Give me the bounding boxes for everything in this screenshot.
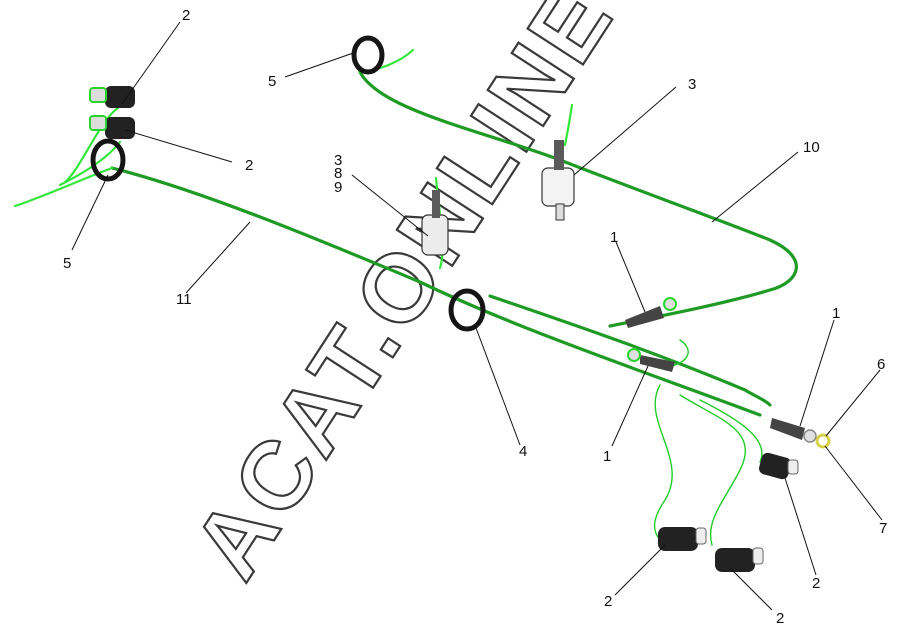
callout-5-left: 5 xyxy=(63,255,71,272)
leader-2-bl xyxy=(614,544,666,596)
leader-2-mid xyxy=(124,129,233,163)
callout-1-right: 1 xyxy=(832,305,840,322)
sensor-3-center xyxy=(421,190,449,256)
leader-1-upper xyxy=(615,241,646,313)
leader-6 xyxy=(825,369,881,437)
connectors xyxy=(89,86,831,572)
grommet-5-left xyxy=(90,138,126,182)
harness-11-branch-left xyxy=(13,166,114,208)
leader-3-center xyxy=(351,174,429,237)
callout-2-br: 2 xyxy=(812,575,820,592)
callout-2-bl: 2 xyxy=(604,593,612,610)
watermark: ACAT.ONLINE xyxy=(172,0,635,598)
callout-7: 7 xyxy=(879,520,887,537)
callout-2-bc: 2 xyxy=(776,610,784,627)
leader-7 xyxy=(824,445,883,521)
harness-10-top-branch xyxy=(358,48,415,74)
leader-5-left xyxy=(71,174,109,251)
callout-8: 8 xyxy=(334,165,342,182)
callout-6: 6 xyxy=(877,356,885,373)
connector-1-lower xyxy=(627,348,675,372)
leader-lines xyxy=(71,21,883,611)
branch-lower-right xyxy=(699,399,763,463)
leader-5-top xyxy=(284,51,357,78)
leader-1-right xyxy=(799,319,835,427)
branch-lower-left xyxy=(653,384,673,541)
sensor-3-right xyxy=(541,140,575,221)
callout-3-center: 3 xyxy=(334,152,342,169)
callout-2-top: 2 xyxy=(182,7,190,24)
grommet-4 xyxy=(448,288,486,332)
ring-6-7 xyxy=(815,433,831,449)
connector-2-bottom-left xyxy=(658,527,707,551)
leader-2-bc xyxy=(729,567,773,611)
callout-3-right: 3 xyxy=(688,76,696,93)
grommet-5-top xyxy=(351,35,385,75)
harness-11 xyxy=(110,166,762,417)
callout-5-top: 5 xyxy=(268,73,276,90)
leader-3-right xyxy=(573,86,677,176)
leader-10 xyxy=(711,151,799,223)
connector-2-bottom-center xyxy=(715,547,764,572)
connector-2-top xyxy=(89,86,135,108)
leader-2-br xyxy=(784,477,817,576)
callout-1-upper: 1 xyxy=(610,229,618,246)
leader-1-lower xyxy=(611,365,649,447)
leader-11 xyxy=(185,221,251,294)
callout-9: 9 xyxy=(334,179,342,196)
leader-4 xyxy=(475,327,521,446)
connector-2-bottom-right xyxy=(759,452,799,480)
harness-10 xyxy=(358,70,798,328)
connector-2-mid xyxy=(89,115,135,139)
connector-1-right xyxy=(770,418,817,443)
leader-2-top xyxy=(121,21,181,105)
callout-1-lower: 1 xyxy=(603,448,611,465)
branch-lower-mid xyxy=(679,394,746,546)
harness-10-sensor-branch xyxy=(563,103,574,147)
callout-10: 10 xyxy=(803,139,820,156)
grommets xyxy=(90,35,486,332)
sensors xyxy=(421,140,575,256)
harness-middle xyxy=(488,294,772,407)
connector-1-upper xyxy=(625,297,677,328)
watermark-text: ACAT.ONLINE xyxy=(173,0,634,596)
callout-2-mid: 2 xyxy=(245,157,253,174)
callout-4: 4 xyxy=(519,443,527,460)
callout-11: 11 xyxy=(176,291,192,308)
callout-labels: 2 2 5 5 3 3 8 9 10 11 1 1 1 4 6 7 2 2 2 xyxy=(63,7,887,627)
